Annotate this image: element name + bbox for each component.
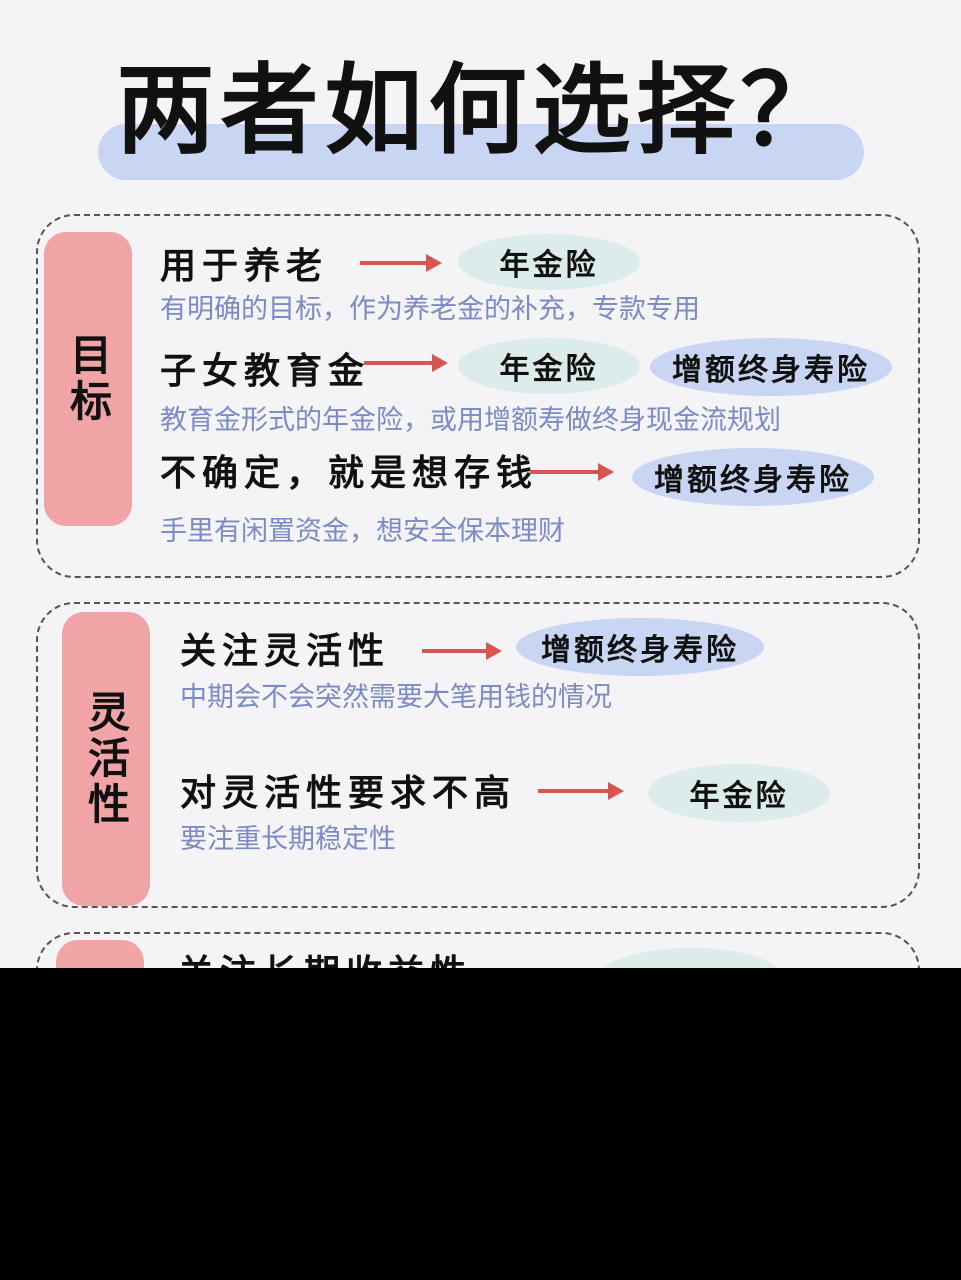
page-title: 两者如何选择？ (116, 54, 845, 168)
arrow-icon (538, 782, 624, 800)
row-label: 对灵活性要求不高 (180, 773, 517, 814)
arrow-icon (364, 354, 448, 372)
row-desc: 有明确的目标，作为养老金的补充，专款专用 (160, 294, 700, 325)
arrow-icon (530, 463, 614, 481)
option-pill: 增额终身寿险 (650, 338, 892, 396)
row-label: 关注长期收益性 (178, 956, 472, 969)
row-desc: 要注重长期稳定性 (180, 824, 396, 855)
row-label: 关注灵活性 (180, 631, 391, 672)
option-pill: 增额终身寿险 (632, 448, 874, 506)
section-flexibility-tab-label: 灵活性 (81, 690, 131, 828)
row-label: 不确定，就是想存钱 (160, 453, 539, 494)
infographic: 两者如何选择？ 目标 用于养老 年金险 有明确的目标，作为养老金的补充，专款专用… (36, 54, 920, 969)
section-flexibility-tab: 灵活性 (62, 612, 150, 906)
title-highlight (98, 124, 864, 180)
option-pill: 年金险 (458, 234, 640, 290)
arrow-icon (360, 254, 442, 272)
section-third (36, 932, 920, 968)
option-pill: 增额终身寿险 (516, 618, 764, 676)
section-goal-tab: 目标 (44, 232, 132, 526)
option-pill: 年金险 (458, 338, 640, 394)
section-flexibility (36, 602, 920, 908)
black-bottom-area (0, 968, 961, 1280)
row-label: 用于养老 (160, 246, 329, 287)
option-pill: 年金险 (648, 764, 830, 822)
row-label: 子女教育金 (160, 351, 371, 392)
row-desc: 教育金形式的年金险，或用增额寿做终身现金流规划 (160, 405, 781, 436)
row-desc: 手里有闲置资金，想安全保本理财 (160, 516, 565, 547)
arrow-icon (422, 642, 502, 660)
option-pill (600, 948, 782, 968)
row-desc: 中期会不会突然需要大笔用钱的情况 (180, 682, 612, 713)
section-goal (36, 214, 920, 578)
section-third-tab (56, 940, 144, 968)
section-goal-tab-label: 目标 (63, 333, 113, 425)
